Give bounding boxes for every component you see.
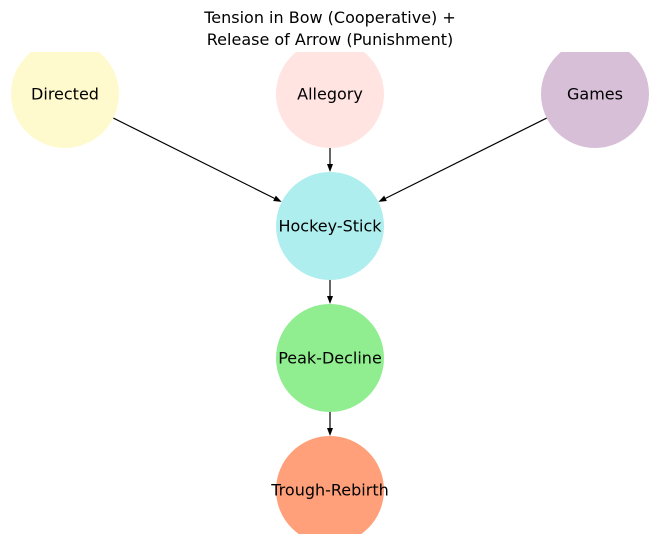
diagram-title-line-1: Tension in Bow (Cooperative) + <box>204 8 456 27</box>
edge-hockey-stick-to-peak-decline <box>327 280 333 304</box>
edge-directed-to-hockey-stick <box>113 117 282 202</box>
node-label-trough-rebirth: Trough-Rebirth <box>270 481 388 500</box>
node-label-peak-decline: Peak-Decline <box>278 349 382 368</box>
diagram-title: Tension in Bow (Cooperative) + Release o… <box>0 7 660 51</box>
node-hockey-stick <box>276 172 384 280</box>
arrowhead-icon <box>378 195 387 202</box>
node-allegory <box>276 52 384 148</box>
nodes-layer <box>11 52 649 534</box>
arrowhead-icon <box>327 296 333 304</box>
node-label-directed: Directed <box>31 85 99 104</box>
node-games <box>541 52 649 148</box>
node-label-games: Games <box>567 85 623 104</box>
arrowhead-icon <box>327 164 333 172</box>
labels-layer: Directed Allegory GamesHockey-StickPeak-De… <box>31 85 623 500</box>
edge-line <box>385 117 547 199</box>
arrowhead-icon <box>273 195 282 202</box>
arrowhead-icon <box>327 428 333 436</box>
node-label-allegory: Allegory <box>297 85 363 104</box>
node-trough-rebirth <box>276 436 384 534</box>
diagram-title-line-2: Release of Arrow (Punishment) <box>206 30 454 49</box>
node-label-hockey-stick: Hockey-Stick <box>278 217 382 236</box>
node-directed <box>11 52 119 148</box>
edge-allegory-to-hockey-stick <box>327 148 333 172</box>
edge-peak-decline-to-trough-rebirth <box>327 412 333 436</box>
edge-games-to-hockey-stick <box>378 117 547 202</box>
edge-line <box>113 117 275 199</box>
node-peak-decline <box>276 304 384 412</box>
edges-layer <box>113 117 547 436</box>
